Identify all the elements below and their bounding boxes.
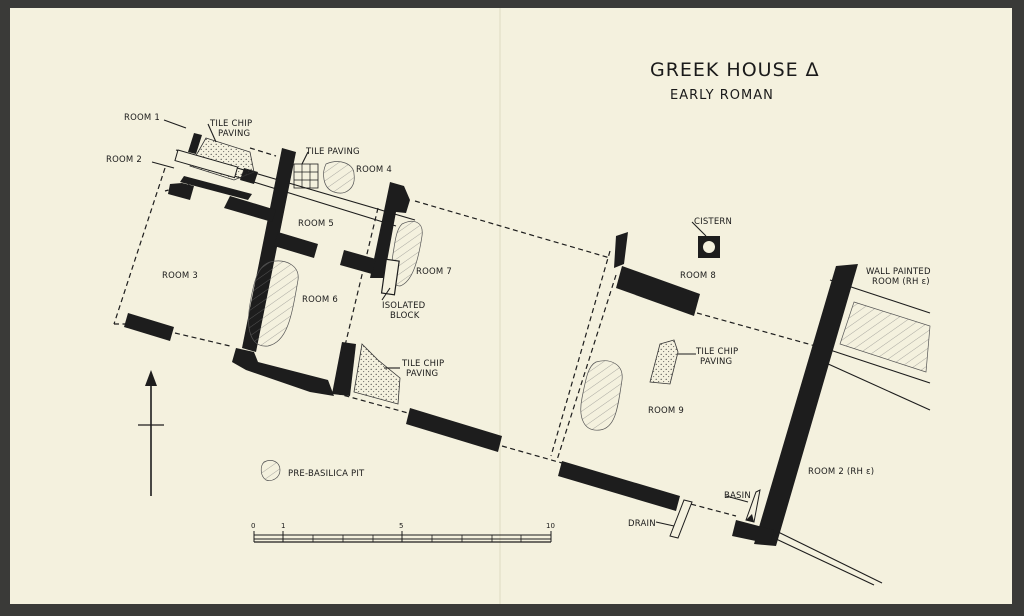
label-tile-chip-paving-2a: TILE CHIP (401, 359, 444, 369)
label-room2-left: ROOM 2 (106, 155, 142, 165)
label-room2-right: ROOM 2 (RH ε) (808, 467, 874, 477)
plan-title: GREEK HOUSE ∆ (650, 59, 819, 81)
tile-chip-paving-area-3 (649, 339, 679, 385)
isolated-block (380, 258, 400, 296)
label-basin: BASIN (724, 491, 751, 501)
drain-feature (669, 499, 693, 539)
label-room6: ROOM 6 (302, 295, 338, 305)
legend-pit-swatch (260, 460, 281, 481)
scale-bar: 0 1 5 10 (251, 522, 555, 543)
scale-tick-5: 5 (399, 522, 403, 530)
legend-pit-label: PRE-BASILICA PIT (288, 469, 365, 479)
cistern-icon (698, 236, 720, 258)
label-room1: ROOM 1 (124, 113, 160, 123)
leader-lines (151, 119, 749, 527)
label-cistern: CISTERN (694, 217, 732, 227)
basin-feature (745, 489, 761, 523)
room-labels: ROOM 1 ROOM 2 ROOM 3 ROOM 4 ROOM 5 ROOM … (106, 113, 931, 529)
tile-paving-grid (293, 163, 319, 189)
plan-subtitle: EARLY ROMAN (670, 88, 774, 103)
label-tile-paving: TILE PAVING (305, 147, 360, 157)
dashed-outlines (113, 147, 831, 517)
scale-tick-1: 1 (281, 522, 285, 530)
label-drain: DRAIN (628, 519, 656, 529)
scale-tick-0: 0 (251, 522, 255, 530)
label-room9: ROOM 9 (648, 406, 684, 416)
north-arrow-icon (138, 370, 164, 496)
label-wall-painted-2: ROOM (RH ε) (872, 277, 930, 287)
scale-tick-10: 10 (546, 522, 555, 530)
label-tile-chip-paving-2b: PAVING (406, 369, 438, 379)
label-isolated-block-1: ISOLATED (382, 301, 426, 311)
room1-bench (174, 149, 239, 179)
pre-basilica-pits (248, 161, 931, 481)
tile-chip-paving-area-2 (353, 343, 401, 405)
label-tile-chip-paving-3b: PAVING (700, 357, 732, 367)
label-tile-chip-paving-1a: TILE CHIP (209, 119, 252, 129)
label-room5: ROOM 5 (298, 219, 334, 229)
label-room7: ROOM 7 (416, 267, 452, 277)
label-wall-painted-1: WALL PAINTED (866, 267, 931, 277)
label-isolated-block-2: BLOCK (390, 311, 420, 321)
site-plan: GREEK HOUSE ∆ EARLY ROMAN (106, 8, 931, 604)
walls (124, 133, 858, 546)
label-room8: ROOM 8 (680, 271, 716, 281)
label-room4: ROOM 4 (356, 165, 392, 175)
label-tile-chip-paving-3a: TILE CHIP (695, 347, 738, 357)
paving-areas (174, 137, 679, 405)
plan-sheet: GREEK HOUSE ∆ EARLY ROMAN (10, 8, 1012, 604)
label-room3: ROOM 3 (162, 271, 198, 281)
label-tile-chip-paving-1b: PAVING (218, 129, 250, 139)
